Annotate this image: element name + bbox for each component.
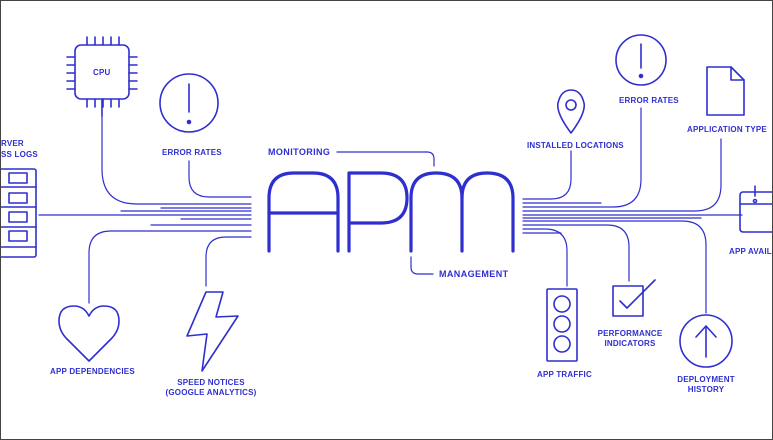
performance-indicators-label-line2: INDICATORS (604, 339, 656, 348)
speed-notices-label-line1: SPEED NOTICES (177, 378, 245, 387)
management-label: MANAGEMENT (439, 269, 509, 279)
deployment-history-label-line2: HISTORY (687, 385, 725, 394)
installed-locations-label: INSTALLED LOCATIONS (527, 141, 624, 150)
map-pin-icon (556, 89, 586, 134)
monitoring-connector (336, 151, 435, 167)
document-icon (706, 66, 745, 116)
server-rack-icon (1, 168, 37, 258)
app-dependencies-label: APP DEPENDENCIES (50, 367, 135, 376)
error-rates-right-label: ERROR RATES (619, 96, 679, 105)
server-logs-label-line1: RVER (1, 139, 24, 148)
application-type-label: APPLICATION TYPE (687, 125, 767, 134)
deployment-history-label-line1: DEPLOYMENT (677, 375, 735, 384)
heart-icon (58, 305, 120, 362)
lightning-bolt-icon (186, 291, 239, 372)
apm-logo (267, 171, 515, 253)
cpu-label: CPU (93, 68, 111, 77)
calendar-icon (739, 185, 772, 233)
traffic-light-icon (546, 288, 578, 362)
app-traffic-label: APP TRAFFIC (537, 370, 592, 379)
monitoring-label: MONITORING (268, 147, 331, 157)
left-connector-lines (38, 115, 252, 304)
speed-notices-label-line2: (GOOGLE ANALYTICS) (165, 388, 257, 397)
server-logs-label-line2: SS LOGS (1, 150, 38, 159)
app-avail-label: APP AVAIL (729, 247, 772, 256)
error-rates-left-label: ERROR RATES (162, 148, 222, 157)
up-arrow-circle-icon (679, 314, 733, 368)
management-connector (410, 256, 434, 275)
exclamation-circle-icon (159, 73, 219, 133)
checkbox-icon (612, 279, 656, 317)
exclamation-circle-icon (615, 34, 667, 86)
performance-indicators-label-line1: PERFORMANCE (597, 329, 663, 338)
cpu-chip-icon (66, 36, 138, 117)
right-connector-lines (522, 107, 743, 314)
